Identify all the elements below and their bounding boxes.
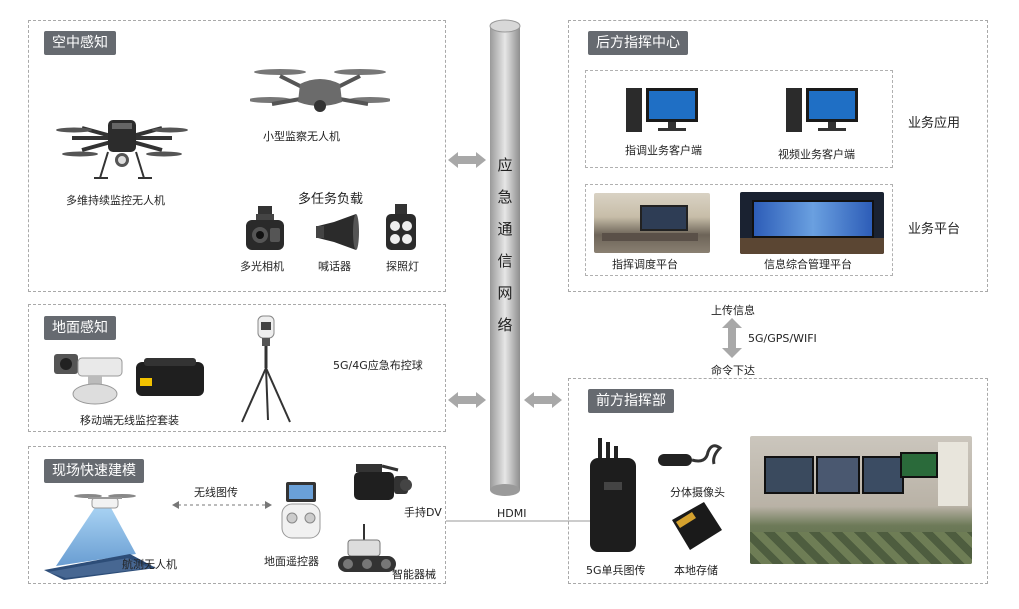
biz-app-box	[585, 70, 893, 168]
ground-network-arrow	[448, 392, 486, 408]
single-soldier-device-icon	[590, 438, 636, 552]
video-pc-icon	[786, 88, 858, 132]
multi-drone-icon	[56, 120, 188, 179]
payload-megaphone-label: 喊话器	[318, 260, 351, 273]
sd-card-icon	[672, 502, 722, 550]
megaphone-icon	[316, 214, 359, 250]
payload-camera-label: 多光相机	[240, 260, 284, 273]
drone-small-label: 小型监察无人机	[263, 130, 340, 143]
info-room-photo	[740, 192, 884, 254]
case-icon	[136, 358, 204, 396]
smart-robot-icon	[338, 524, 396, 572]
pipe-char-6: 络	[497, 316, 513, 334]
pipe-char-1: 应	[497, 156, 513, 174]
handheld-dv-label: 手持DV	[404, 506, 442, 519]
biz-app-label: 业务应用	[908, 116, 961, 131]
platform-info-label: 信息综合管理平台	[764, 258, 852, 271]
tripod-ball-icon	[241, 315, 291, 423]
client-dispatch-label: 指调业务客户端	[625, 144, 702, 157]
monitor-camera-icon	[54, 354, 123, 405]
survey-drone-label: 航测无人机	[122, 558, 177, 571]
drone-multi-label: 多维持续监控无人机	[66, 194, 165, 207]
handheld-dv-icon	[354, 464, 412, 500]
hdmi-label: HDMI	[497, 507, 527, 520]
hdmi-line	[446, 520, 592, 522]
local-storage-label: 本地存储	[674, 564, 718, 577]
pipe-char-5: 网	[497, 284, 513, 302]
wireless-kit-label: 移动端无线监控套装	[80, 414, 179, 427]
front-command-panel	[568, 378, 988, 584]
ground-panel	[28, 304, 446, 432]
dispatch-pc-icon	[626, 88, 698, 132]
aerial-title: 空中感知	[44, 31, 116, 55]
wireless-transfer-label: 无线图传	[194, 486, 238, 499]
remote-controller-icon	[281, 482, 321, 539]
single-soldier-label: 5G单兵图传	[586, 564, 646, 577]
dispatch-room-photo	[594, 193, 710, 253]
smart-robot-label: 智能器械	[392, 568, 436, 581]
command-down-label: 命令下达	[711, 364, 755, 377]
control-ball-label: 5G/4G应急布控球	[333, 359, 423, 372]
searchlight-icon	[386, 204, 416, 250]
remote-controller-label: 地面遥控器	[264, 555, 319, 568]
split-camera-icon	[658, 444, 723, 466]
rear-command-panel	[568, 20, 988, 292]
multispectral-camera-icon	[246, 206, 284, 250]
front-command-title: 前方指挥部	[588, 389, 674, 413]
payload-title: 多任务负载	[298, 192, 364, 207]
wireless-link-arrow	[172, 501, 272, 509]
survey-drone-icon	[44, 494, 156, 580]
modeling-panel	[28, 446, 446, 584]
small-drone-icon	[250, 69, 390, 112]
pipe-char-3: 通	[497, 220, 513, 238]
pipe-char-2: 急	[497, 188, 513, 206]
biz-platform-label: 业务平台	[908, 222, 961, 237]
aerial-panel	[28, 20, 446, 292]
biz-platform-box	[585, 184, 893, 276]
payload-searchlight-label: 探照灯	[386, 260, 419, 273]
emergency-network-pipe	[489, 19, 521, 496]
client-video-label: 视频业务客户端	[778, 148, 855, 161]
split-camera-label: 分体摄像头	[670, 486, 725, 499]
ground-title: 地面感知	[44, 316, 116, 340]
platform-dispatch-label: 指挥调度平台	[612, 258, 678, 271]
front-network-arrow	[524, 392, 562, 408]
pipe-char-4: 信	[497, 252, 513, 270]
rear-command-title: 后方指挥中心	[588, 31, 688, 55]
updown-arrow	[722, 318, 742, 358]
upload-info-label: 上传信息	[711, 304, 755, 317]
front-vehicle-photo	[750, 436, 972, 564]
aerial-network-arrow	[448, 152, 486, 168]
links-label: 5G/GPS/WIFI	[748, 332, 817, 345]
modeling-title: 现场快速建模	[44, 459, 144, 483]
